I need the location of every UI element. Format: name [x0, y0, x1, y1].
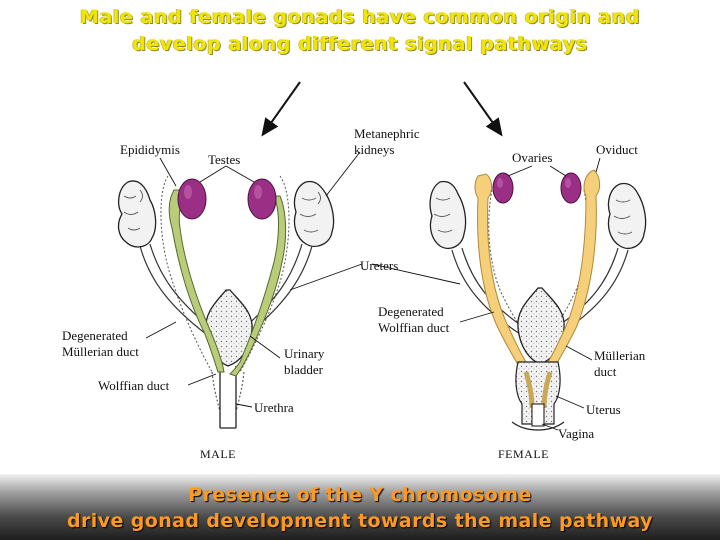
female-vagina: [531, 403, 545, 427]
label-urinary-1: Urinary: [284, 346, 325, 361]
label-degenerated-wolffian-2: Wolffian duct: [378, 320, 450, 335]
female-right-ovary: [560, 172, 582, 204]
male-reproductive-diagram: Epididymis Testes Metanephric kidneys Ur…: [62, 126, 420, 461]
bottom-banner: [0, 474, 720, 540]
female-right-kidney: [607, 182, 647, 249]
male-left-wolffian-duct: [168, 189, 225, 373]
label-female: FEMALE: [498, 447, 549, 461]
male-left-testis: [177, 178, 207, 220]
male-right-wolffian-duct: [229, 195, 287, 377]
slide-title: Male and female gonads have common origi…: [0, 4, 720, 58]
title-line-1: Male and female gonads have common origi…: [79, 6, 641, 28]
label-mullerian-2: duct: [594, 364, 617, 379]
bottom-line-2: drive gonad development towards the male…: [67, 510, 653, 532]
gonad-development-diagram: Epididymis Testes Metanephric kidneys Ur…: [62, 81, 647, 461]
label-metanephric-2: kidneys: [354, 142, 394, 157]
label-urinary-2: bladder: [284, 362, 324, 377]
label-uterus: Uterus: [586, 402, 621, 417]
label-degenerated-mullerian-2: Müllerian duct: [62, 344, 139, 359]
label-degenerated-mullerian-1: Degenerated: [62, 328, 128, 343]
label-vagina: Vagina: [558, 426, 594, 441]
label-mullerian-1: Müllerian: [594, 348, 646, 363]
bottom-caption: Presence of the Y chromosome drive gonad…: [0, 482, 720, 534]
label-oviduct: Oviduct: [596, 142, 638, 157]
label-degenerated-wolffian-1: Degenerated: [378, 304, 444, 319]
label-urethra: Urethra: [254, 400, 294, 415]
label-metanephric-1: Metanephric: [354, 126, 420, 141]
label-ovaries: Ovaries: [512, 150, 552, 165]
label-testes: Testes: [208, 152, 240, 167]
label-wolffian-duct: Wolffian duct: [98, 378, 170, 393]
male-urinary-bladder: [205, 289, 253, 367]
female-reproductive-diagram: Ovaries Oviduct Degenerated Wolffian duc…: [371, 142, 647, 461]
title-line-2: develop along different signal pathways: [132, 33, 588, 55]
label-epididymis: Epididymis: [120, 142, 180, 157]
male-right-testis: [247, 178, 277, 220]
arrow-to-female: [463, 81, 503, 137]
arrow-to-male: [261, 81, 301, 137]
label-male: MALE: [200, 447, 236, 461]
bottom-line-1: Presence of the Y chromosome: [188, 484, 532, 506]
female-left-ovary: [492, 172, 514, 204]
male-left-kidney: [117, 180, 157, 248]
